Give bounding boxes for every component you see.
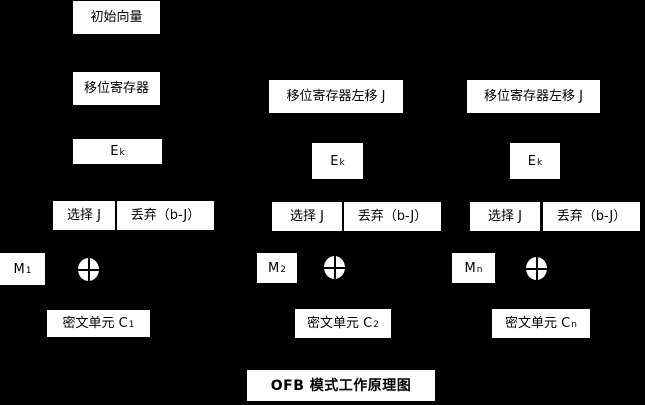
m2-label-sub: 2 bbox=[280, 264, 286, 275]
c1-label-base: 密文单元 C bbox=[62, 316, 128, 331]
diagram-title: OFB 模式工作原理图 bbox=[247, 370, 435, 401]
ek-label-sub: k bbox=[119, 148, 125, 158]
ek-label-base: E bbox=[527, 153, 536, 169]
xor-vertical-line bbox=[333, 256, 336, 279]
mn-label-sub: n bbox=[476, 264, 483, 275]
ek-label-base: E bbox=[330, 153, 339, 169]
shift-register-box-2: 移位寄存器左移 J bbox=[269, 80, 403, 113]
cn-label-sub: n bbox=[571, 320, 577, 330]
c1-label-sub: 1 bbox=[128, 320, 135, 330]
xor-icon-3 bbox=[526, 257, 547, 280]
xor-vertical-line bbox=[535, 257, 538, 280]
xor-vertical-line bbox=[87, 258, 90, 281]
ek-label-base: E bbox=[110, 144, 119, 159]
m2-label-base: M bbox=[268, 260, 280, 276]
initial-vector-box: 初始向量 bbox=[73, 1, 160, 34]
mn-label-base: M bbox=[464, 260, 476, 276]
ek-label-sub: k bbox=[537, 157, 543, 168]
discard-box-3: 丢弃（b-J） bbox=[543, 202, 640, 231]
cn-label-base: 密文单元 C bbox=[505, 316, 571, 331]
select-j-box-2: 选择 J bbox=[272, 202, 342, 231]
c2-label-base: 密文单元 C bbox=[307, 316, 373, 331]
discard-box-2: 丢弃（b-J） bbox=[344, 202, 441, 231]
m1-label-base: M bbox=[13, 261, 25, 277]
discard-box-1: 丢弃（b-J） bbox=[117, 201, 214, 230]
ek-label-sub: k bbox=[339, 157, 345, 168]
shift-register-box-1: 移位寄存器 bbox=[73, 72, 160, 105]
select-j-box-3: 选择 J bbox=[470, 202, 540, 231]
xor-icon-1 bbox=[78, 258, 99, 281]
select-j-box-1: 选择 J bbox=[53, 201, 115, 230]
xor-icon-2 bbox=[324, 256, 345, 279]
shift-register-box-3: 移位寄存器左移 J bbox=[467, 80, 600, 113]
c2-label-sub: 2 bbox=[373, 320, 379, 330]
m1-label-sub: 1 bbox=[25, 265, 32, 276]
